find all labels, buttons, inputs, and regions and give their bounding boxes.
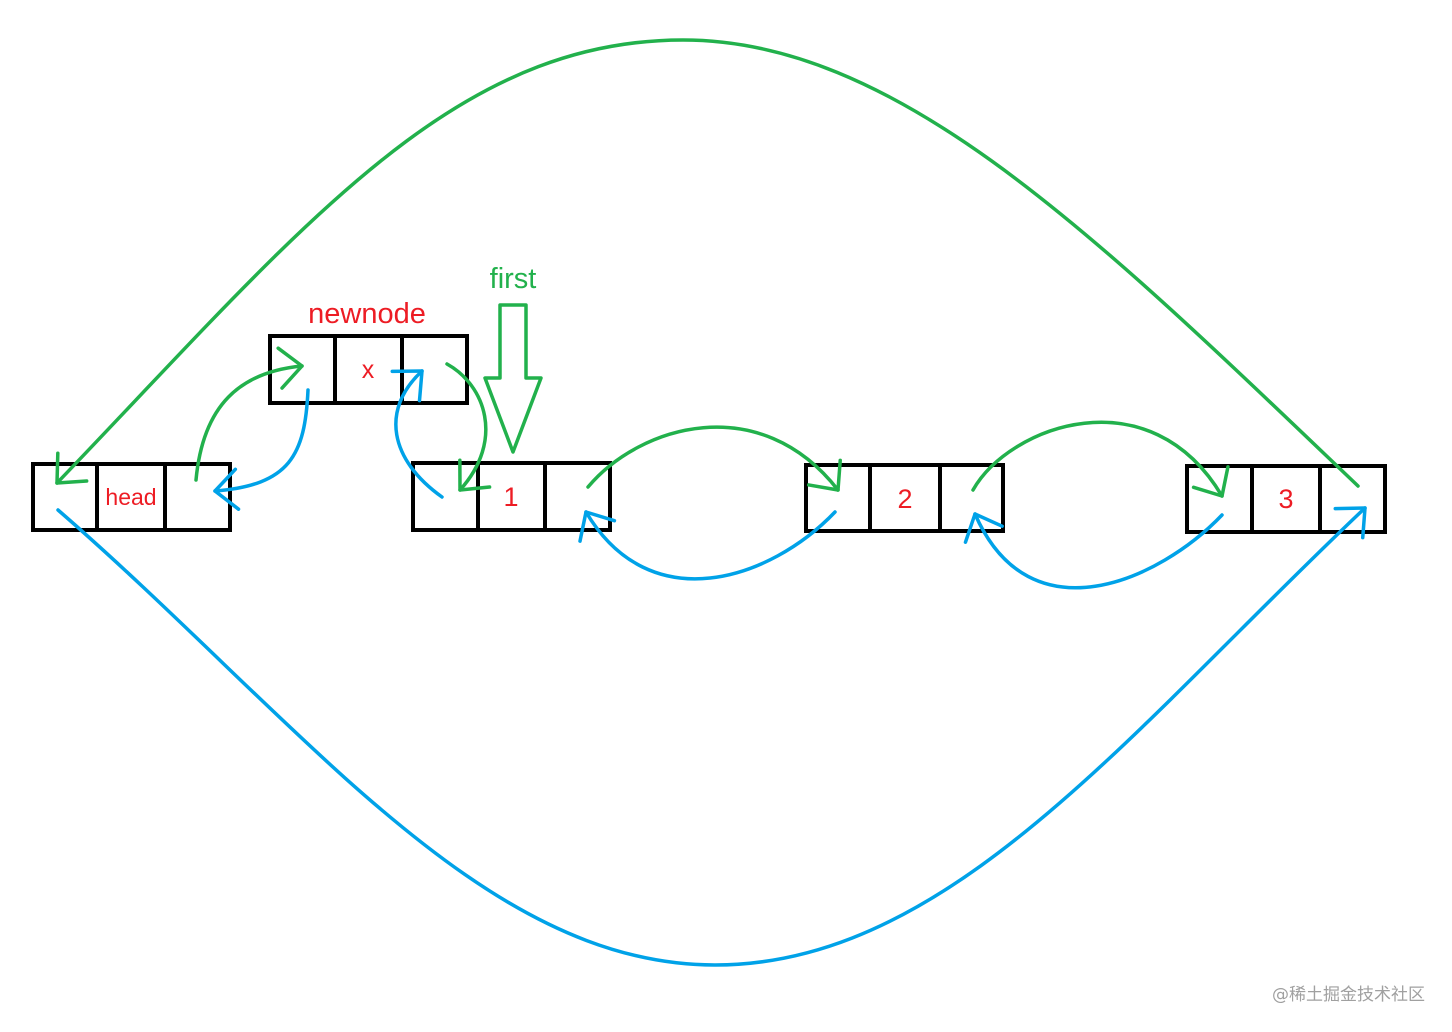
node-3-value: 3 <box>1278 484 1293 514</box>
newnode-label: newnode <box>308 298 426 330</box>
node-1 <box>411 461 612 532</box>
first-pointer-arrow <box>483 303 543 454</box>
node-3-prev-cell <box>1185 464 1254 534</box>
green-arrow-node-2-to-node-3 <box>971 420 1230 498</box>
node-1-prev-cell <box>411 461 480 532</box>
blue-arrow-node-2-to-node-1 <box>578 510 837 581</box>
blue-arrows <box>56 369 1367 967</box>
head-node-value: head <box>105 484 156 510</box>
green-arrow-tail-to-head <box>55 38 1360 488</box>
blue-arrow-head-to-tail <box>56 506 1367 967</box>
node-2-value: 2 <box>897 484 912 514</box>
first-label: first <box>490 263 537 295</box>
green-arrow-head-to-newnode <box>194 346 304 482</box>
green-arrows <box>55 38 1360 498</box>
green-arrow-node-1-to-node-2 <box>586 425 842 492</box>
newnode-value: x <box>362 356 375 384</box>
node-1-next-cell <box>543 461 612 532</box>
node-2-prev-cell <box>804 463 872 533</box>
blue-arrow-node-1-to-newnode <box>390 369 444 499</box>
node-1-value: 1 <box>503 482 518 512</box>
green-arrow-newnode-to-node-1 <box>445 362 492 492</box>
watermark: @稀土掘金技术社区 <box>1272 985 1425 1005</box>
blue-arrow-node-3-to-node-2 <box>963 512 1224 590</box>
node-2-next-cell <box>938 463 1005 533</box>
blue-arrow-newnode-to-head <box>213 388 310 511</box>
